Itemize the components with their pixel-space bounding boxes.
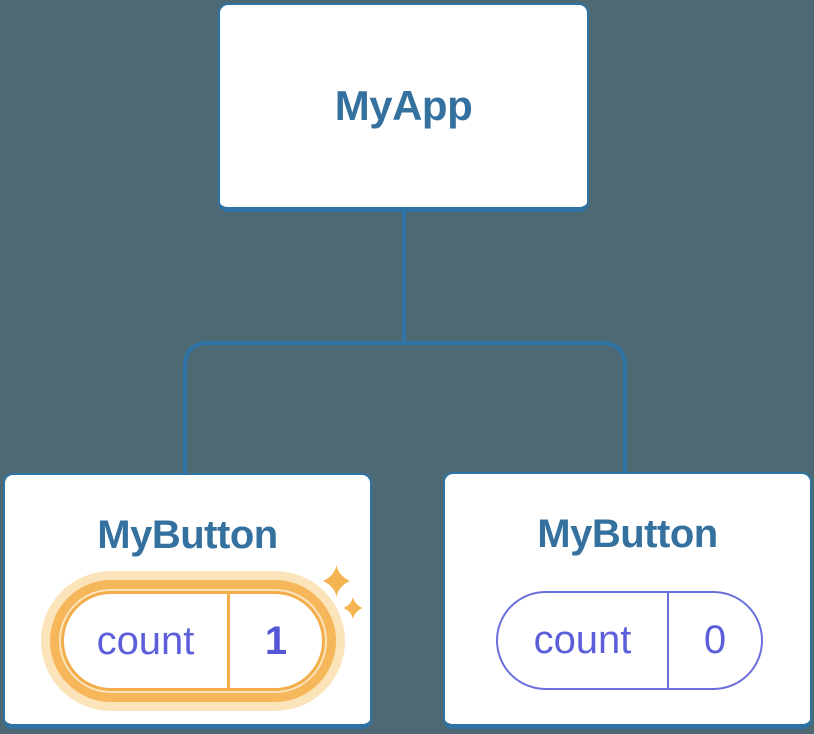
connector-branch-bracket	[183, 341, 627, 474]
sparkles-icon-large	[323, 565, 350, 597]
state-pill-divider	[667, 593, 669, 688]
state-pill-highlighted: count 1	[50, 580, 336, 702]
state-value-cell: 1	[230, 594, 322, 688]
sparkles-icon-small	[343, 597, 363, 619]
state-pill-normal: count 0	[496, 591, 763, 690]
node-myapp: MyApp	[218, 3, 589, 212]
state-value-cell: 0	[669, 593, 761, 688]
state-value-label: 0	[703, 618, 727, 662]
state-value-label: 1	[264, 618, 288, 663]
state-pill-divider	[227, 594, 230, 688]
state-key-label: count	[96, 618, 195, 663]
node-mybutton-right: MyButton count 0	[443, 472, 812, 729]
state-key-cell: count	[64, 594, 227, 688]
node-mybutton-left: MyButton count 1	[3, 473, 372, 729]
node-mybutton-right-label: MyButton	[537, 512, 718, 556]
state-key-cell: count	[498, 593, 667, 688]
node-mybutton-left-label: MyButton	[97, 513, 278, 557]
state-key-label: count	[533, 618, 632, 662]
node-myapp-label: MyApp	[334, 82, 473, 129]
